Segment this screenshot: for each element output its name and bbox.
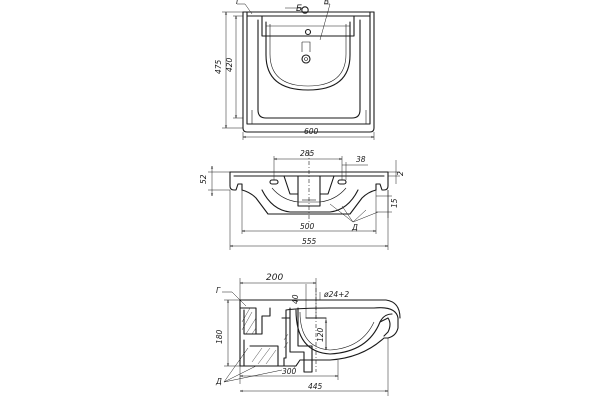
top-label-g: Г <box>236 0 241 6</box>
top-label-b: Б <box>296 4 302 14</box>
side-dim-hole: ø24+2 <box>323 290 349 299</box>
side-dim-180: 180 <box>215 329 224 344</box>
top-label-v: В <box>324 0 329 6</box>
side-view-profile <box>239 299 399 367</box>
side-dim-40: 40 <box>291 294 300 304</box>
top-view-basin <box>257 19 361 119</box>
side-section-view: 200 40 ø24+2 120 180 300 445 Г Д <box>215 273 401 396</box>
front-dim-38: 38 <box>356 155 366 164</box>
front-view: 285 38 52 2 15 500 555 Д <box>199 149 405 250</box>
side-label-g: Г <box>216 286 221 295</box>
front-dim-285: 285 <box>300 149 315 158</box>
side-dim-200: 200 <box>266 273 283 283</box>
side-dim-300: 300 <box>282 367 297 376</box>
front-dim-500: 500 <box>300 222 315 231</box>
front-dim-15: 15 <box>390 198 399 208</box>
top-outer-height-dim: 475 <box>214 59 223 74</box>
top-width-dim: 600 <box>304 127 319 136</box>
front-label-d: Д <box>351 223 358 232</box>
front-dim-2: 2 <box>396 171 405 176</box>
front-dim-555: 555 <box>302 237 317 246</box>
side-label-d: Д <box>215 377 222 386</box>
top-view-outline <box>242 11 375 133</box>
front-view-rim <box>229 171 389 191</box>
front-dim-52: 52 <box>199 174 208 184</box>
top-view: 600 475 420 Г Б В <box>214 0 375 140</box>
side-dim-445: 445 <box>308 382 323 391</box>
top-inner-height-dim: 420 <box>225 57 234 72</box>
side-dim-120: 120 <box>316 327 325 342</box>
